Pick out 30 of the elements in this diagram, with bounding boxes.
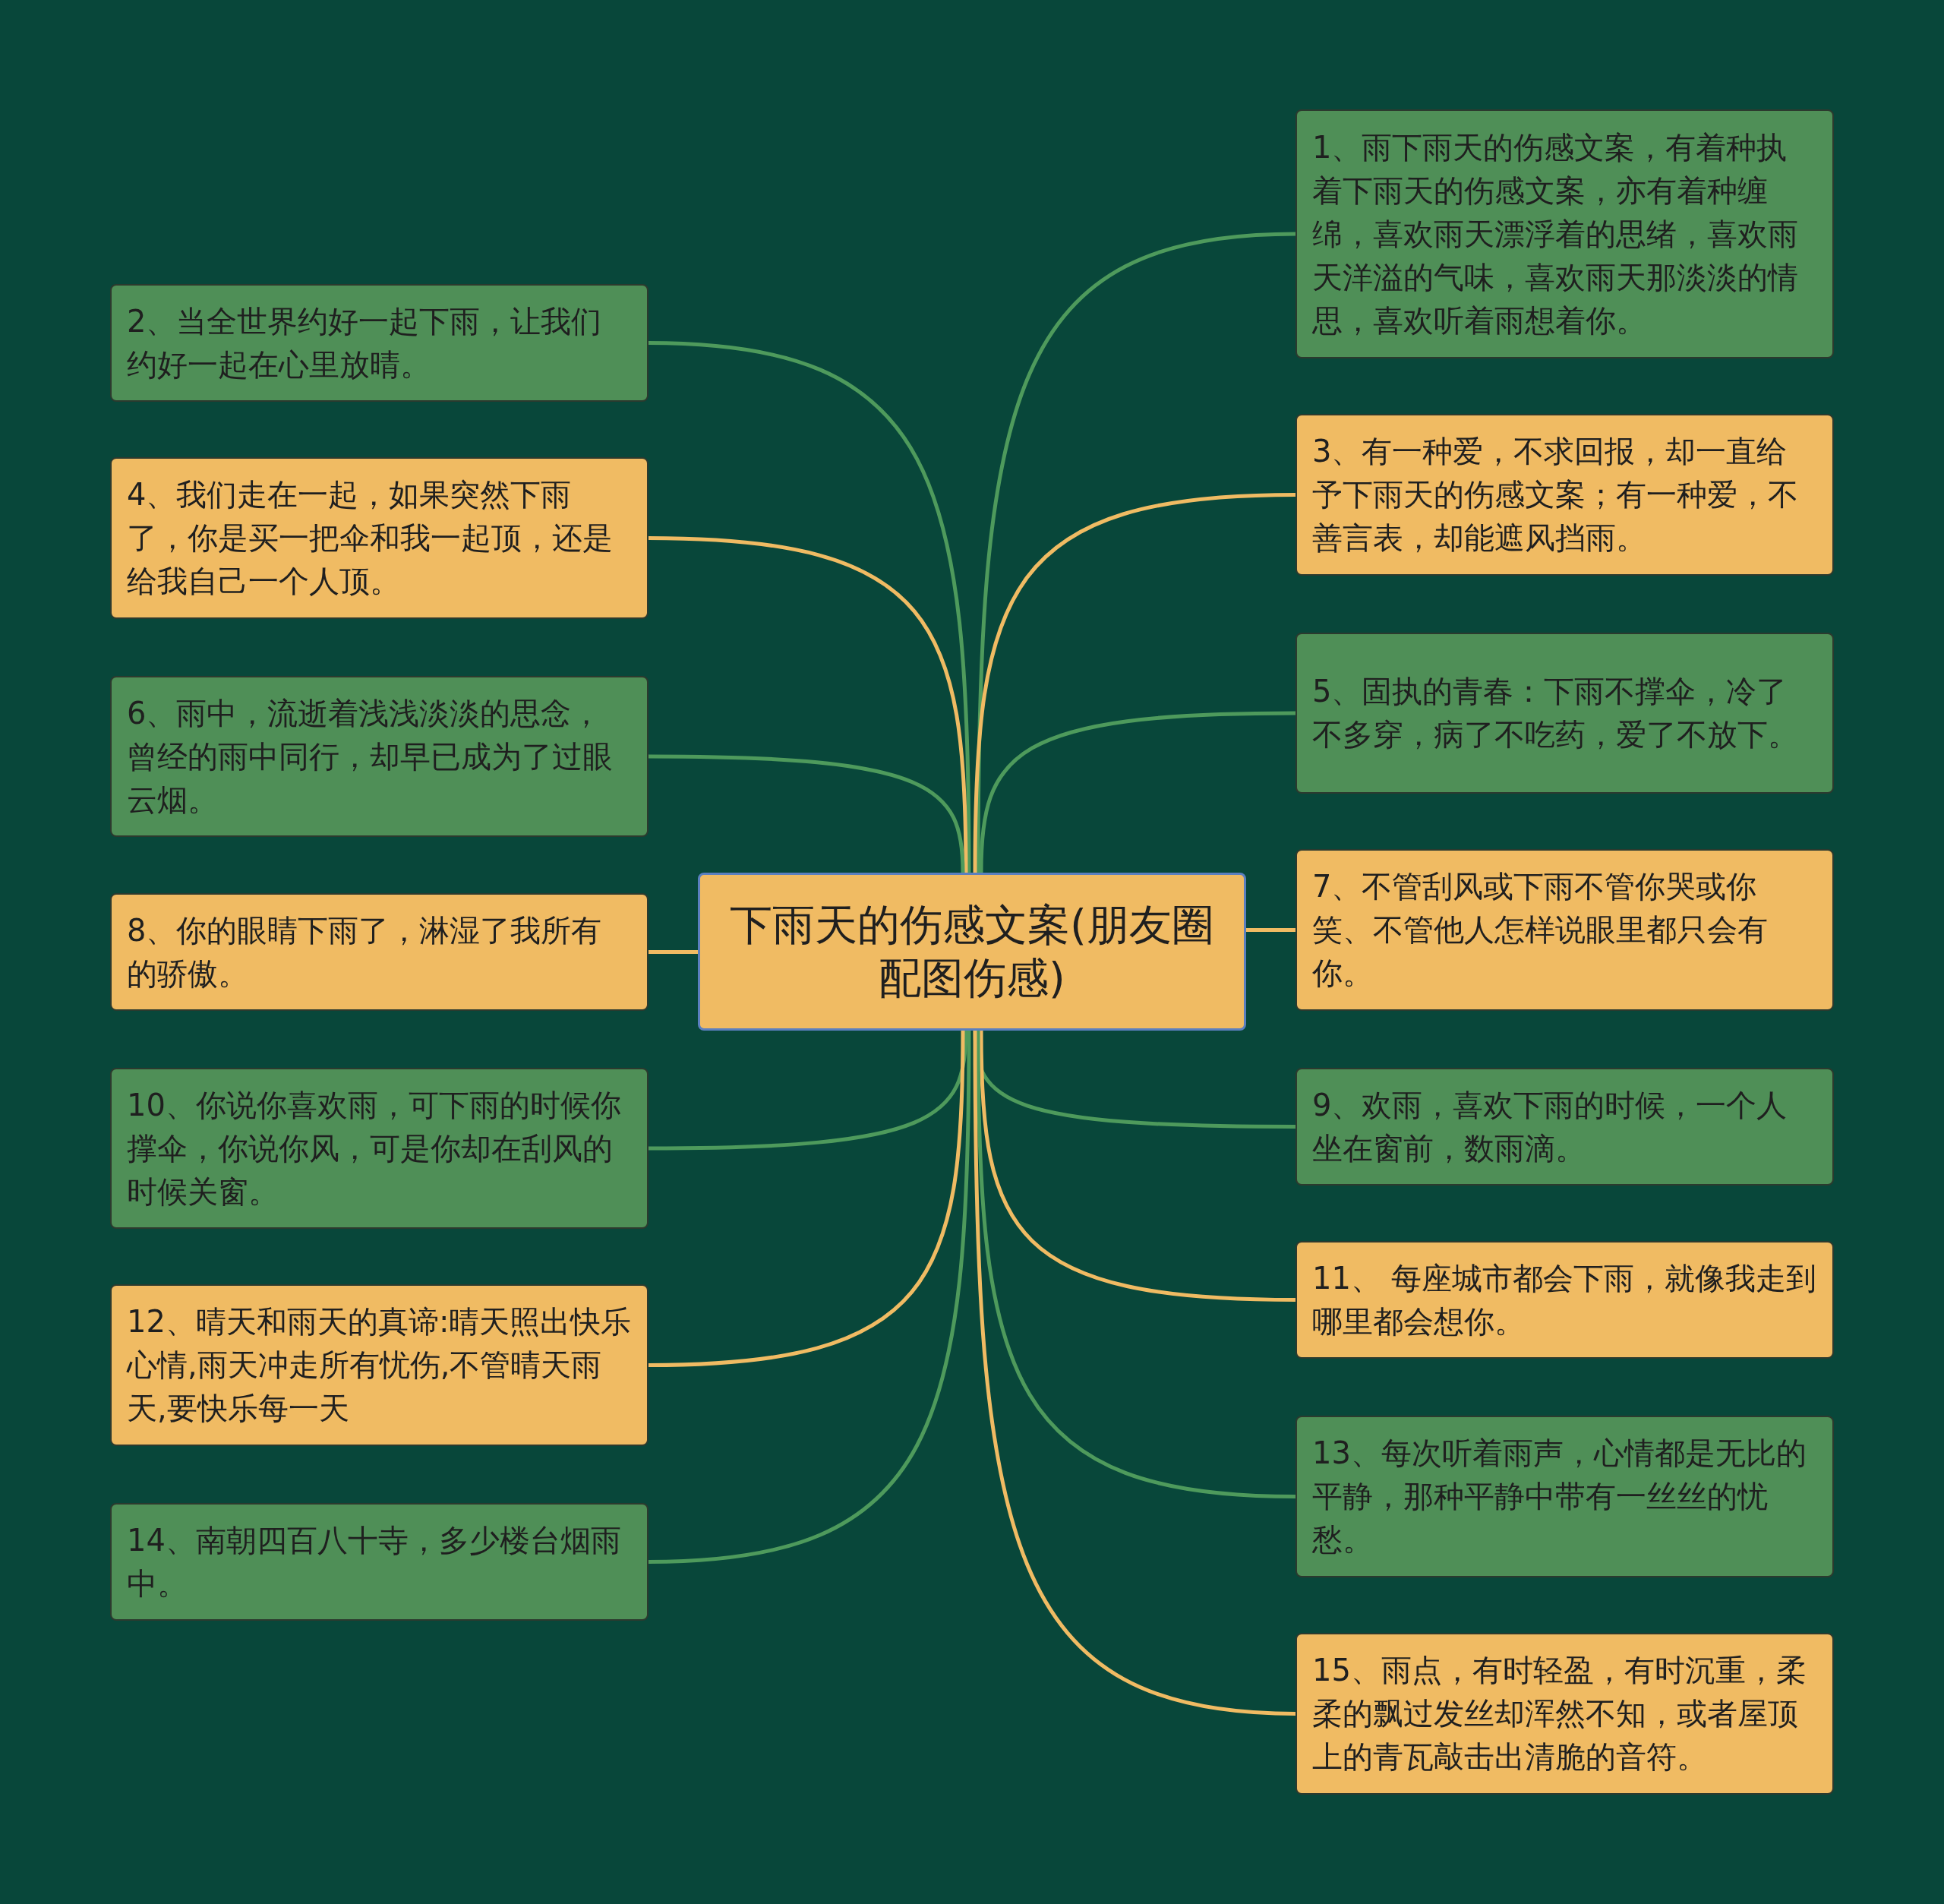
connector-curve <box>979 711 1296 873</box>
connector-curve <box>973 1031 1296 1716</box>
topic-box: 8、你的眼睛下雨了，淋湿了我所有的骄傲。 <box>110 893 649 1011</box>
topic-box: 14、南朝四百八十寺，多少楼台烟雨中。 <box>110 1503 649 1621</box>
topic-box: 1、雨下雨天的伤感文案，有着种执着下雨天的伤感文案，亦有着种缠绵，喜欢雨天漂浮着的思绪，喜欢雨天洋溢的气味，喜欢雨天那淡淡的情思，喜欢听着雨想着你。 <box>1295 109 1834 358</box>
connector-curve <box>649 950 698 954</box>
topic-box: 2、当全世界约好一起下雨，让我们约好一起在心里放晴。 <box>110 284 649 402</box>
topic-box: 12、晴天和雨天的真谛:晴天照出快乐心情,雨天冲走所有忧伤,不管晴天雨天,要快乐每一天 <box>110 1284 649 1446</box>
connector-curve <box>976 232 1296 873</box>
topic-box: 15、雨点，有时轻盈，有时沉重，柔柔的飘过发丝却浑然不知，或者屋顶上的青瓦敲击出清脆的音符。 <box>1295 1633 1834 1795</box>
connector-curve <box>648 1030 968 1151</box>
topic-box: 13、每次听着雨声，心情都是无比的平静，那种平静中带有一丝丝的忧愁。 <box>1295 1416 1834 1577</box>
connector-curve <box>648 536 968 873</box>
topic-box: 9、欢雨，喜欢下雨的时候，一个人坐在窗前，数雨滴。 <box>1295 1068 1834 1186</box>
connector-curve <box>973 493 1296 873</box>
connector-curve <box>648 754 965 873</box>
connector-curve <box>648 341 971 873</box>
connector-curve <box>648 1030 965 1367</box>
central-topic-box: 下雨天的伤感文案(朋友圈配图伤感) <box>698 873 1246 1031</box>
topic-box: 5、固执的青春：下雨不撑伞，冷了不多穿，病了不吃药，爱了不放下。 <box>1295 633 1834 794</box>
topic-box: 10、你说你喜欢雨，可下雨的时候你撑伞，你说你风，可是你却在刮风的时候关窗。 <box>110 1068 649 1229</box>
topic-box: 4、我们走在一起，如果突然下雨了，你是买一把伞和我一起顶，还是给我自己一个人顶。 <box>110 457 649 619</box>
connector-curve <box>976 1030 1296 1498</box>
topic-box: 6、雨中，流逝着浅浅淡淡的思念，曾经的雨中同行，却早已成为了过眼云烟。 <box>110 676 649 837</box>
topic-box: 3、有一种爱，不求回报，却一直给予下雨天的伤感文案；有一种爱，不善言表，却能遮风挡雨。 <box>1295 414 1834 576</box>
connector-curve <box>979 1030 1296 1302</box>
topic-box: 11、 每座城市都会下雨，就像我走到哪里都会想你。 <box>1295 1241 1834 1359</box>
connector-curve <box>648 1030 971 1564</box>
topic-box: 7、不管刮风或下雨不管你哭或你笑、不管他人怎样说眼里都只会有你。 <box>1295 849 1834 1011</box>
connector-curve <box>1246 928 1295 932</box>
